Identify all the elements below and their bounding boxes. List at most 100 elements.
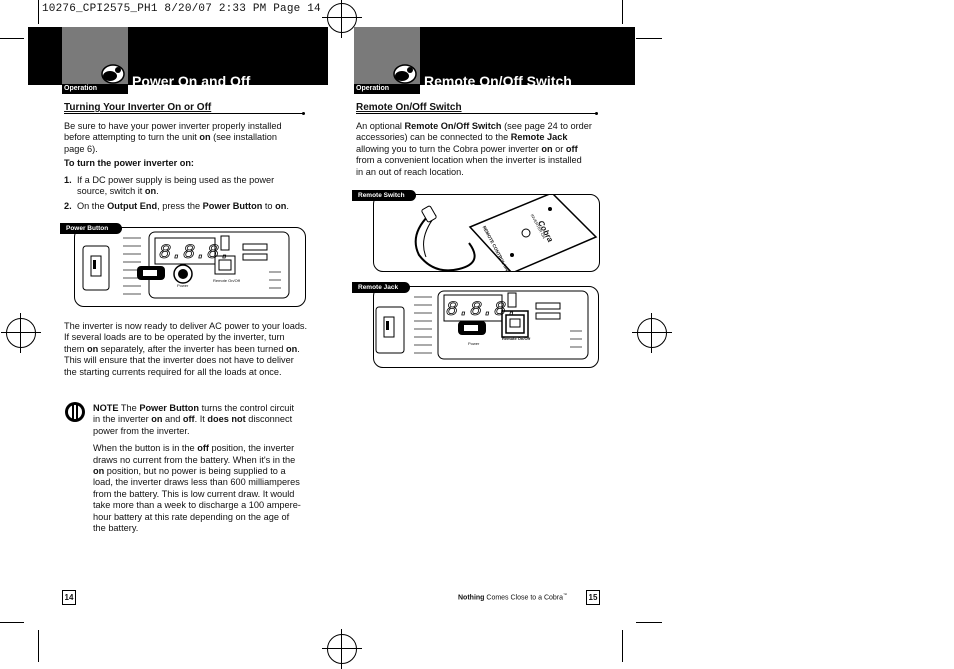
text-line: take more than a week to discharge a 100… (93, 500, 301, 511)
step-1: 1. If a DC power supply is being used as… (64, 175, 314, 198)
step-number: 2. (64, 201, 72, 211)
cobra-logo-icon (101, 64, 125, 84)
text-bold: on (286, 343, 298, 354)
right-section-label: Operation (356, 85, 390, 92)
text-bold: on (541, 143, 553, 154)
registration-mark (322, 0, 362, 38)
text-span: in the inverter (93, 414, 152, 425)
footer-text: Comes Close to a Cobra (484, 594, 564, 602)
divider (356, 113, 596, 114)
text-bold: Remote On/Off Switch (404, 121, 502, 131)
power-button-label: Power Button (60, 223, 122, 234)
note-icon (65, 402, 85, 422)
svg-text:8.8.8.: 8.8.8. (159, 242, 231, 265)
left-subhead: Turning Your Inverter On or Off (64, 102, 212, 113)
text-line: the battery. (93, 523, 139, 534)
text-span: position, the inverter (208, 443, 295, 454)
text-span: On the (77, 201, 108, 211)
text-line: This will ensure that the inverter does … (64, 355, 294, 366)
divider-dot (595, 112, 598, 115)
page-number-right: 15 (586, 590, 600, 605)
right-subhead: Remote On/Off Switch (356, 102, 462, 113)
text-bold: on (144, 186, 157, 197)
text-span: . (156, 186, 159, 197)
divider (64, 113, 304, 114)
text-span: . (297, 343, 300, 354)
intro-paragraph: Be sure to have your power inverter prop… (64, 121, 314, 155)
text-span: . (286, 201, 289, 211)
registration-mark (632, 313, 672, 353)
text-span: The (118, 403, 140, 413)
text-line: from the battery. This is low current dr… (93, 488, 295, 499)
left-section-label: Operation (64, 85, 98, 92)
text-bold: on (86, 343, 99, 354)
remote-switch-illustration (414, 195, 598, 271)
remote-caption: Remote On/Off (502, 336, 531, 341)
text-span: turns the control circuit (199, 403, 295, 413)
print-slug: 10276_CPI2575_PH1 8/20/07 2:33 PM Page 1… (42, 3, 321, 15)
footer-tagline: Nothing Comes Close to a Cobra™ (458, 592, 567, 601)
crop-mark (0, 622, 24, 623)
text-span: separately, after the inverter has been … (98, 343, 286, 354)
text-bold: off (182, 414, 195, 425)
trademark: ™ (563, 592, 568, 597)
text-line: If several loads are to be operated by t… (64, 332, 285, 343)
text-span: When the button is in the (93, 443, 198, 454)
text-line: load, the inverter draws less than 600 m… (93, 477, 300, 488)
left-page-title: Power On and Off (132, 73, 251, 89)
note-block: NOTE The Power Button turns the control … (93, 403, 318, 534)
power-caption: Power (177, 283, 189, 288)
text-span: accessories) can be connected to the (356, 132, 511, 143)
text-bold: Output End (107, 201, 158, 211)
text-line: from a convenient location when the inve… (356, 155, 582, 166)
step-number: 1. (64, 175, 72, 185)
remote-caption: Remote On/Off (213, 278, 240, 283)
svg-text:8.8.8.: 8.8.8. (446, 299, 518, 322)
text-bold: off (565, 143, 578, 154)
inverter-illustration: 8.8.8. (82, 231, 290, 299)
text-span: before attempting to turn the unit (64, 132, 200, 143)
text-bold: Power Button (202, 201, 263, 211)
text-line: The inverter is now ready to deliver AC … (64, 321, 308, 331)
power-caption: Power (468, 341, 480, 346)
text-span: to (262, 201, 276, 211)
text-bold: Remote Jack (510, 132, 568, 143)
load-paragraph: The inverter is now ready to deliver AC … (64, 321, 314, 378)
registration-mark (322, 629, 362, 669)
right-page-title: Remote On/Off Switch (424, 73, 572, 89)
text-span: or (552, 143, 566, 154)
steps-heading: To turn the power inverter on: (64, 158, 194, 168)
remote-switch-label: Remote Switch (352, 190, 416, 201)
crop-mark (38, 630, 39, 662)
page-number-left: 14 (62, 590, 76, 605)
text-span: disconnect (245, 414, 293, 425)
text-line: hour battery at this rate depending on t… (93, 511, 290, 522)
crop-mark (622, 0, 623, 24)
right-section-tab (354, 84, 420, 94)
step-2: 2. On the Output End, press the Power Bu… (64, 201, 314, 212)
crop-mark (636, 38, 662, 39)
footer-bold: Nothing (458, 594, 485, 602)
text-span: . It (194, 414, 208, 425)
text-line: in an out of reach location. (356, 166, 464, 177)
text-line: page 6). (64, 143, 98, 154)
text-line: Be sure to have your power inverter prop… (64, 121, 282, 131)
divider-dot (302, 112, 305, 115)
crop-mark (38, 0, 39, 24)
text-bold: Power Button (139, 403, 200, 413)
text-span: position, but no power is being supplied… (104, 466, 286, 477)
text-span: An optional (356, 121, 405, 131)
left-section-tab (62, 84, 128, 94)
text-span: source, switch it (77, 186, 145, 197)
crop-mark (0, 38, 24, 39)
remote-paragraph: An optional Remote On/Off Switch (see pa… (356, 121, 606, 178)
registration-mark (1, 313, 41, 353)
text-bold: on (151, 414, 163, 425)
text-line: draws no current from the battery. When … (93, 454, 296, 465)
text-bold: on (199, 132, 211, 143)
text-bold: does not (207, 414, 246, 425)
remote-jack-figure: 8.8.8. Power Remote On/Off (373, 286, 599, 368)
text-line: If a DC power supply is being used as th… (77, 175, 275, 185)
cobra-logo-icon (393, 64, 417, 84)
text-span: , press the (157, 201, 203, 211)
